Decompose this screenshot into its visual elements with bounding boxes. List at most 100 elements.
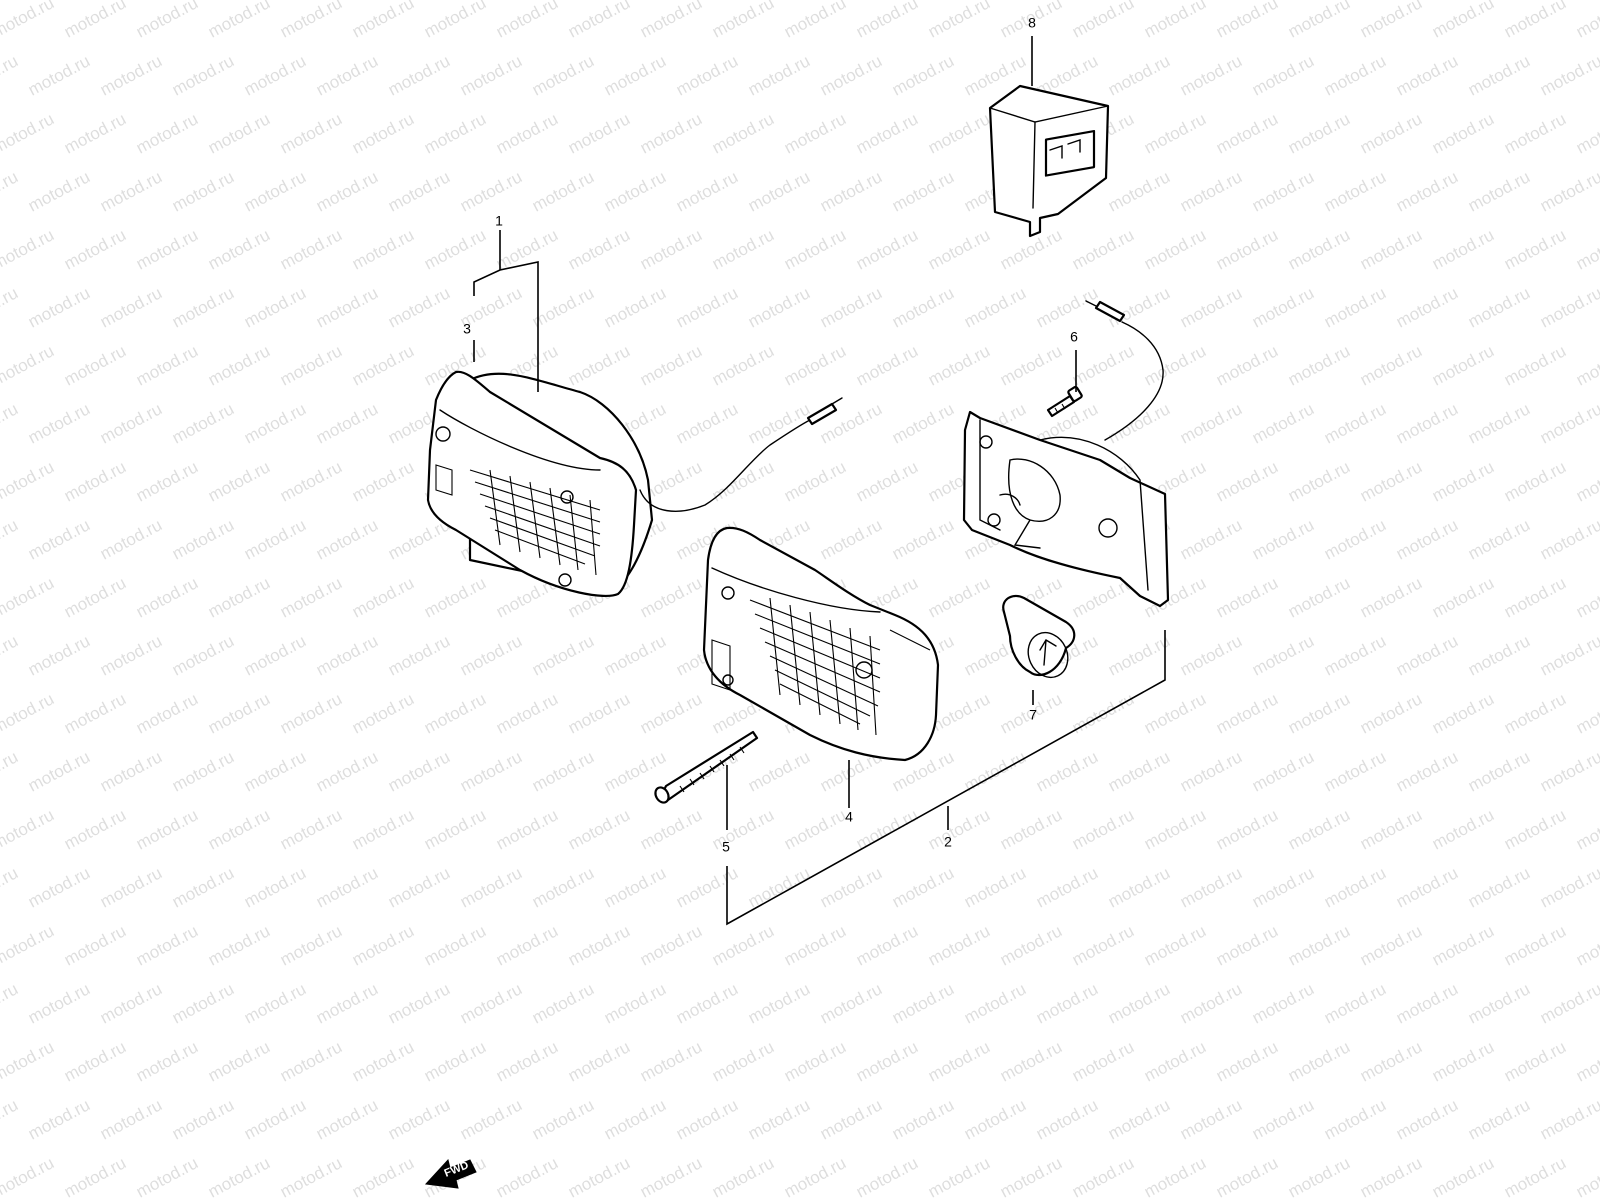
watermark-text: motod.ru — [205, 109, 273, 157]
relay-part-8[interactable] — [988, 84, 1110, 238]
watermark-text: motod.ru — [169, 283, 237, 331]
watermark-text: motod.ru — [0, 689, 57, 737]
watermark-text: motod.ru — [1357, 225, 1425, 273]
watermark-text: motod.ru — [745, 863, 813, 911]
watermark-text: motod.ru — [1573, 689, 1600, 737]
watermark-text: motod.ru — [1177, 631, 1245, 679]
watermark-text: motod.ru — [133, 225, 201, 273]
watermark-text: motod.ru — [1105, 863, 1173, 911]
watermark-text: motod.ru — [817, 1095, 885, 1143]
watermark-text: motod.ru — [313, 167, 381, 215]
watermark-text: motod.ru — [205, 1037, 273, 1085]
watermark-text: motod.ru — [0, 863, 21, 911]
watermark-text: motod.ru — [1105, 1095, 1173, 1143]
watermark-text: motod.ru — [1357, 1153, 1425, 1200]
watermark-text: motod.ru — [817, 979, 885, 1027]
watermark-text: motod.ru — [313, 1095, 381, 1143]
watermark-text: motod.ru — [1465, 1095, 1533, 1143]
watermark-text: motod.ru — [1573, 341, 1600, 389]
watermark-text: motod.ru — [277, 457, 345, 505]
watermark-text: motod.ru — [1105, 631, 1173, 679]
watermark-text: motod.ru — [1573, 0, 1600, 42]
watermark-text: motod.ru — [169, 51, 237, 99]
watermark-text: motod.ru — [1429, 457, 1497, 505]
watermark-text: motod.ru — [1249, 399, 1317, 447]
screw-part-5[interactable] — [653, 730, 759, 805]
watermark-text: motod.ru — [1249, 167, 1317, 215]
watermark-text: motod.ru — [421, 573, 489, 621]
watermark-text: motod.ru — [1285, 0, 1353, 42]
fwd-direction-arrow-icon: FWD — [424, 1158, 477, 1189]
lamp-assembly-left-part-1[interactable] — [426, 370, 843, 597]
watermark-text: motod.ru — [565, 1153, 633, 1200]
watermark-text: motod.ru — [889, 979, 957, 1027]
watermark-text: motod.ru — [925, 921, 993, 969]
watermark-text: motod.ru — [277, 921, 345, 969]
watermark-text: motod.ru — [457, 51, 525, 99]
watermark-text: motod.ru — [241, 167, 309, 215]
callout-2: 2 — [944, 834, 952, 850]
lamp-assembly-right-part-2[interactable] — [962, 300, 1170, 608]
watermark-text: motod.ru — [709, 921, 777, 969]
watermark-text: motod.ru — [97, 283, 165, 331]
watermark-text: motod.ru — [0, 747, 21, 795]
watermark-text: motod.ru — [1177, 863, 1245, 911]
watermark-text: motod.ru — [241, 283, 309, 331]
watermark-text: motod.ru — [25, 979, 93, 1027]
watermark-text: motod.ru — [241, 863, 309, 911]
bolt-part-6[interactable] — [1046, 385, 1083, 418]
watermark-text: motod.ru — [637, 573, 705, 621]
watermark-text: motod.ru — [745, 51, 813, 99]
watermark-text: motod.ru — [529, 747, 597, 795]
watermark-text: motod.ru — [0, 921, 57, 969]
watermark-text: motod.ru — [349, 0, 417, 42]
watermark-text: motod.ru — [205, 573, 273, 621]
watermark-text: motod.ru — [1537, 51, 1600, 99]
watermark-text: motod.ru — [1573, 573, 1600, 621]
watermark-text: motod.ru — [817, 51, 885, 99]
watermark-text: motod.ru — [1573, 921, 1600, 969]
watermark-text: motod.ru — [0, 979, 21, 1027]
watermark-text: motod.ru — [25, 283, 93, 331]
watermark-text: motod.ru — [0, 283, 21, 331]
watermark-text: motod.ru — [997, 341, 1065, 389]
watermark-text: motod.ru — [1177, 747, 1245, 795]
watermark-text: motod.ru — [97, 51, 165, 99]
watermark-text: motod.ru — [0, 167, 21, 215]
watermark-text: motod.ru — [97, 979, 165, 1027]
watermark-text: motod.ru — [61, 109, 129, 157]
watermark-text: motod.ru — [169, 1095, 237, 1143]
watermark-text: motod.ru — [1573, 1153, 1600, 1200]
watermark-text: motod.ru — [1069, 689, 1137, 737]
watermark-text: motod.ru — [1249, 51, 1317, 99]
lens-part-4[interactable] — [702, 526, 940, 762]
watermark-text: motod.ru — [385, 283, 453, 331]
watermark-text: motod.ru — [745, 167, 813, 215]
watermark-text: motod.ru — [277, 1153, 345, 1200]
watermark-text: motod.ru — [205, 1153, 273, 1200]
watermark-text: motod.ru — [853, 1153, 921, 1200]
watermark-text: motod.ru — [925, 225, 993, 273]
watermark-text: motod.ru — [1393, 979, 1461, 1027]
watermark-text: motod.ru — [1573, 457, 1600, 505]
watermark-text: motod.ru — [925, 1153, 993, 1200]
watermark-text: motod.ru — [889, 515, 957, 563]
bulb-part-7[interactable] — [1002, 594, 1076, 684]
watermark-text: motod.ru — [457, 863, 525, 911]
watermark-text: motod.ru — [637, 341, 705, 389]
watermark-text: motod.ru — [601, 979, 669, 1027]
callout-4: 4 — [845, 809, 853, 825]
watermark-text: motod.ru — [1141, 109, 1209, 157]
watermark-text: motod.ru — [1357, 1037, 1425, 1085]
watermark-text: motod.ru — [1105, 399, 1173, 447]
watermark-text: motod.ru — [997, 1037, 1065, 1085]
watermark-text: motod.ru — [277, 0, 345, 42]
watermark-text: motod.ru — [349, 573, 417, 621]
watermark-text: motod.ru — [961, 979, 1029, 1027]
watermark-text: motod.ru — [0, 1153, 57, 1200]
watermark-text: motod.ru — [493, 805, 561, 853]
watermark-text: motod.ru — [817, 515, 885, 563]
watermark-text: motod.ru — [349, 1037, 417, 1085]
watermark-text: motod.ru — [241, 979, 309, 1027]
